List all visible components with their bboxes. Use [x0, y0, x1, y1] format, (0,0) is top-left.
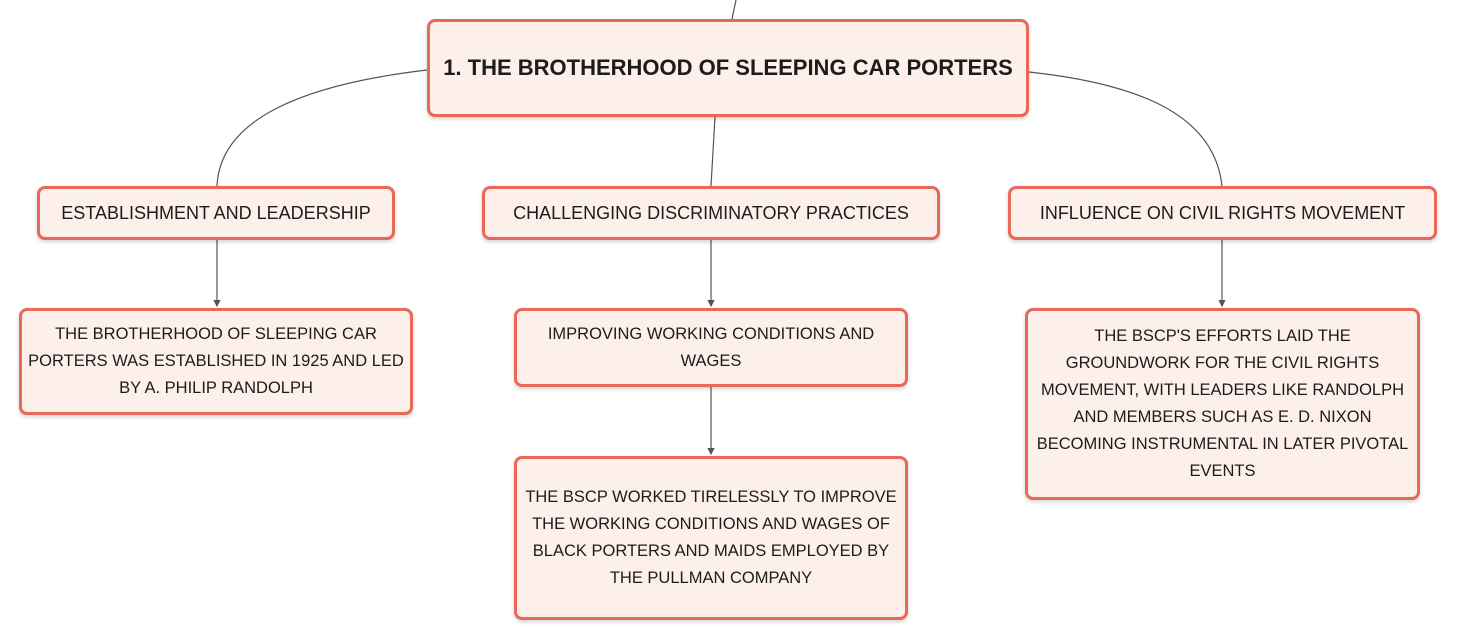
- connector-parent-to-root: [731, 0, 737, 20]
- branch-influence-label: INFLUENCE ON CIVIL RIGHTS MOVEMENT: [1039, 202, 1406, 223]
- branch-challenging-node[interactable]: CHALLENGING DISCRIMINATORY PRACTICES: [482, 186, 940, 240]
- connector-root-to-challenging: [710, 116, 716, 187]
- connector-root-to-influence: [1028, 71, 1223, 187]
- subtopic-improving-conditions-label: IMPROVING WORKING CONDITIONS AND WAGES: [547, 324, 875, 370]
- connector-root-to-establishment: [216, 69, 428, 187]
- root-topic-label: 1. THE BROTHERHOOD OF SLEEPING CAR PORTE…: [443, 55, 1013, 80]
- branch-establishment-node[interactable]: ESTABLISHMENT AND LEADERSHIP: [37, 186, 395, 240]
- detail-bscp-worked-node[interactable]: THE BSCP WORKED TIRELESSLY TO IMPROVE TH…: [514, 456, 908, 620]
- root-topic-node[interactable]: 1. THE BROTHERHOOD OF SLEEPING CAR PORTE…: [427, 19, 1029, 117]
- subtopic-improving-conditions-node[interactable]: IMPROVING WORKING CONDITIONS AND WAGES: [514, 308, 908, 387]
- detail-established-1925-node[interactable]: THE BROTHERHOOD OF SLEEPING CAR PORTERS …: [19, 308, 413, 415]
- branch-establishment-label: ESTABLISHMENT AND LEADERSHIP: [61, 202, 371, 223]
- detail-bscp-worked-label: THE BSCP WORKED TIRELESSLY TO IMPROVE TH…: [525, 488, 897, 587]
- detail-groundwork-label: THE BSCP'S EFFORTS LAID THE GROUNDWORK F…: [1036, 327, 1409, 480]
- branch-challenging-label: CHALLENGING DISCRIMINATORY PRACTICES: [513, 202, 909, 223]
- branch-influence-node[interactable]: INFLUENCE ON CIVIL RIGHTS MOVEMENT: [1008, 186, 1437, 240]
- detail-established-1925-label: THE BROTHERHOOD OF SLEEPING CAR PORTERS …: [28, 325, 404, 397]
- detail-groundwork-node[interactable]: THE BSCP'S EFFORTS LAID THE GROUNDWORK F…: [1025, 308, 1420, 500]
